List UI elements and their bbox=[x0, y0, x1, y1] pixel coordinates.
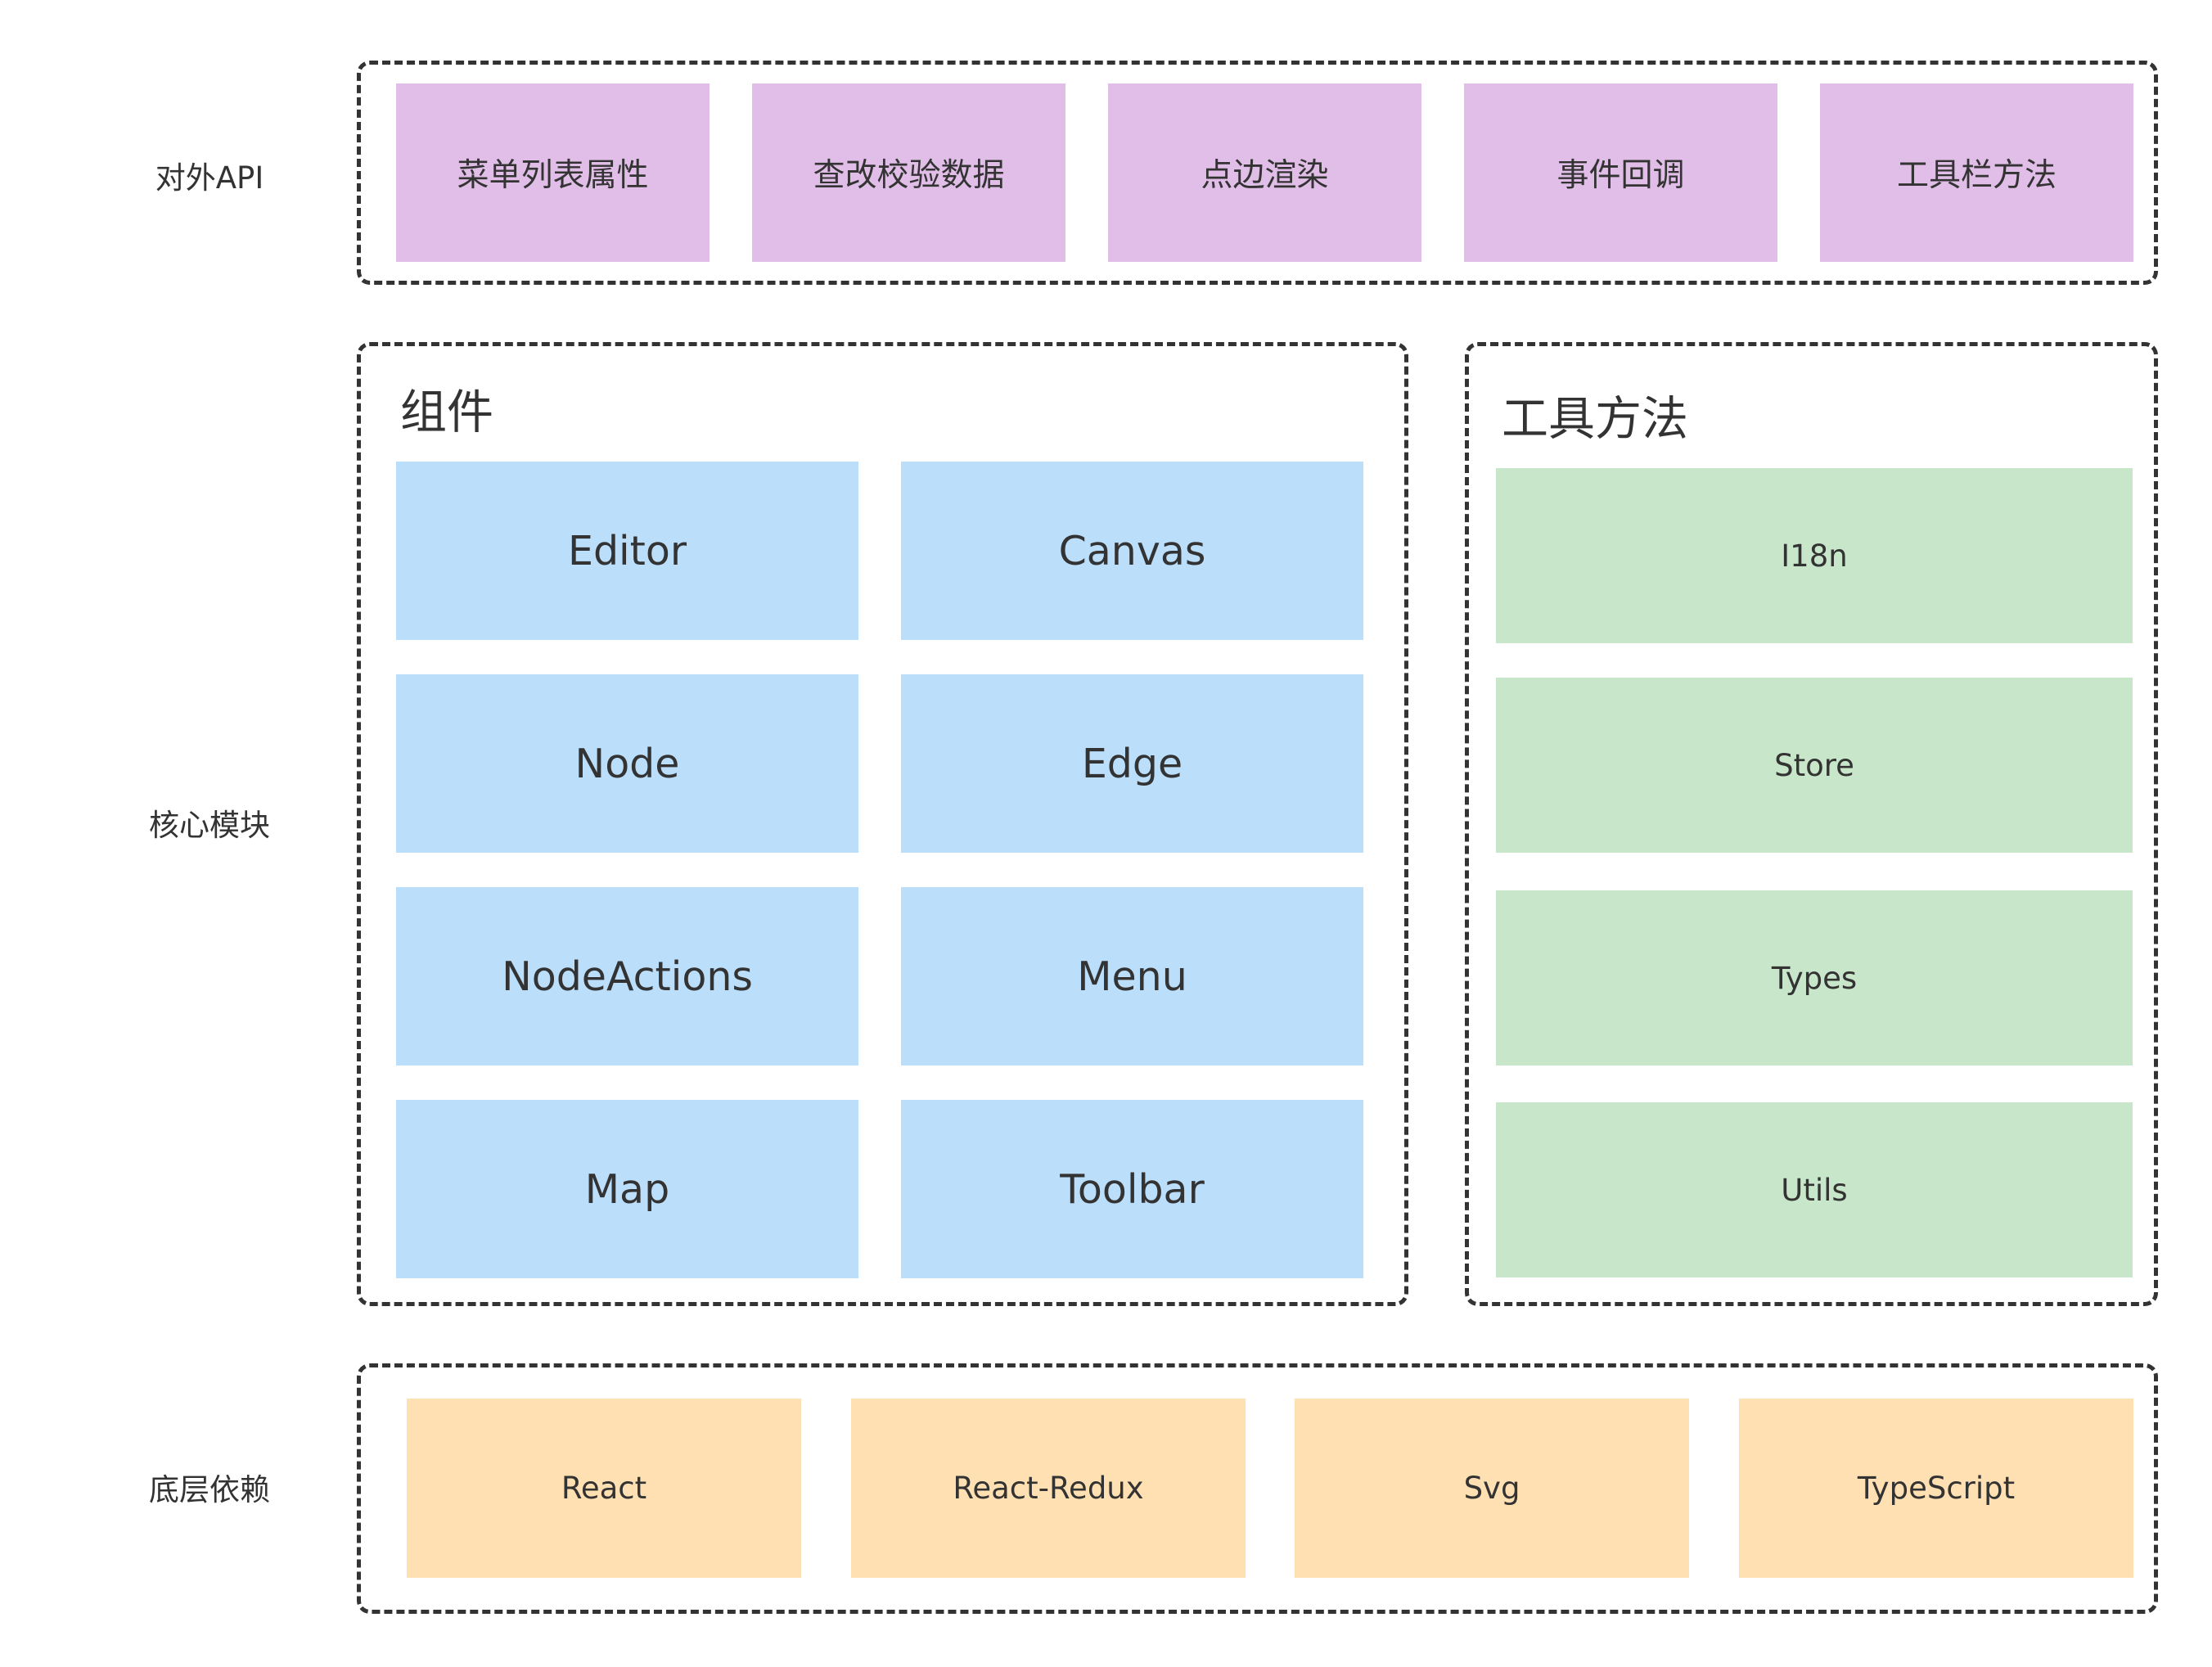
component-menu: Menu bbox=[901, 887, 1363, 1066]
layer-label-core: 核心模块 bbox=[149, 808, 270, 843]
component-edge: Edge bbox=[901, 674, 1363, 853]
utility-store: Store bbox=[1496, 678, 2133, 853]
layer-label-deps: 底层依赖 bbox=[149, 1472, 270, 1507]
components-title: 组件 bbox=[400, 385, 493, 439]
utility-types: Types bbox=[1496, 890, 2133, 1066]
components-frame bbox=[357, 342, 1408, 1306]
deps-layer-frame bbox=[357, 1363, 2158, 1614]
api-layer-frame bbox=[357, 61, 2158, 285]
component-node: Node bbox=[396, 674, 858, 853]
component-map: Map bbox=[396, 1100, 858, 1278]
layer-label-api: 对外API bbox=[155, 160, 264, 196]
utility-i18n: I18n bbox=[1496, 468, 2133, 643]
api-item-menu-list-props: 菜单列表属性 bbox=[396, 83, 710, 262]
utilities-frame bbox=[1465, 342, 2158, 1306]
utility-utils: Utils bbox=[1496, 1102, 2133, 1277]
dependency-svg: Svg bbox=[1295, 1399, 1689, 1578]
api-item-node-edge-render: 点边渲染 bbox=[1108, 83, 1421, 262]
component-canvas: Canvas bbox=[901, 462, 1363, 640]
api-item-event-callbacks: 事件回调 bbox=[1464, 83, 1777, 262]
dependency-react: React bbox=[407, 1399, 801, 1578]
dependency-react-redux: React-Redux bbox=[851, 1399, 1246, 1578]
api-item-toolbar-methods: 工具栏方法 bbox=[1820, 83, 2133, 262]
utilities-title: 工具方法 bbox=[1502, 392, 1688, 446]
component-editor: Editor bbox=[396, 462, 858, 640]
component-node-actions: NodeActions bbox=[396, 887, 858, 1066]
dependency-typescript: TypeScript bbox=[1739, 1399, 2133, 1578]
component-toolbar: Toolbar bbox=[901, 1100, 1363, 1278]
api-item-data-validation: 查改校验数据 bbox=[752, 83, 1065, 262]
